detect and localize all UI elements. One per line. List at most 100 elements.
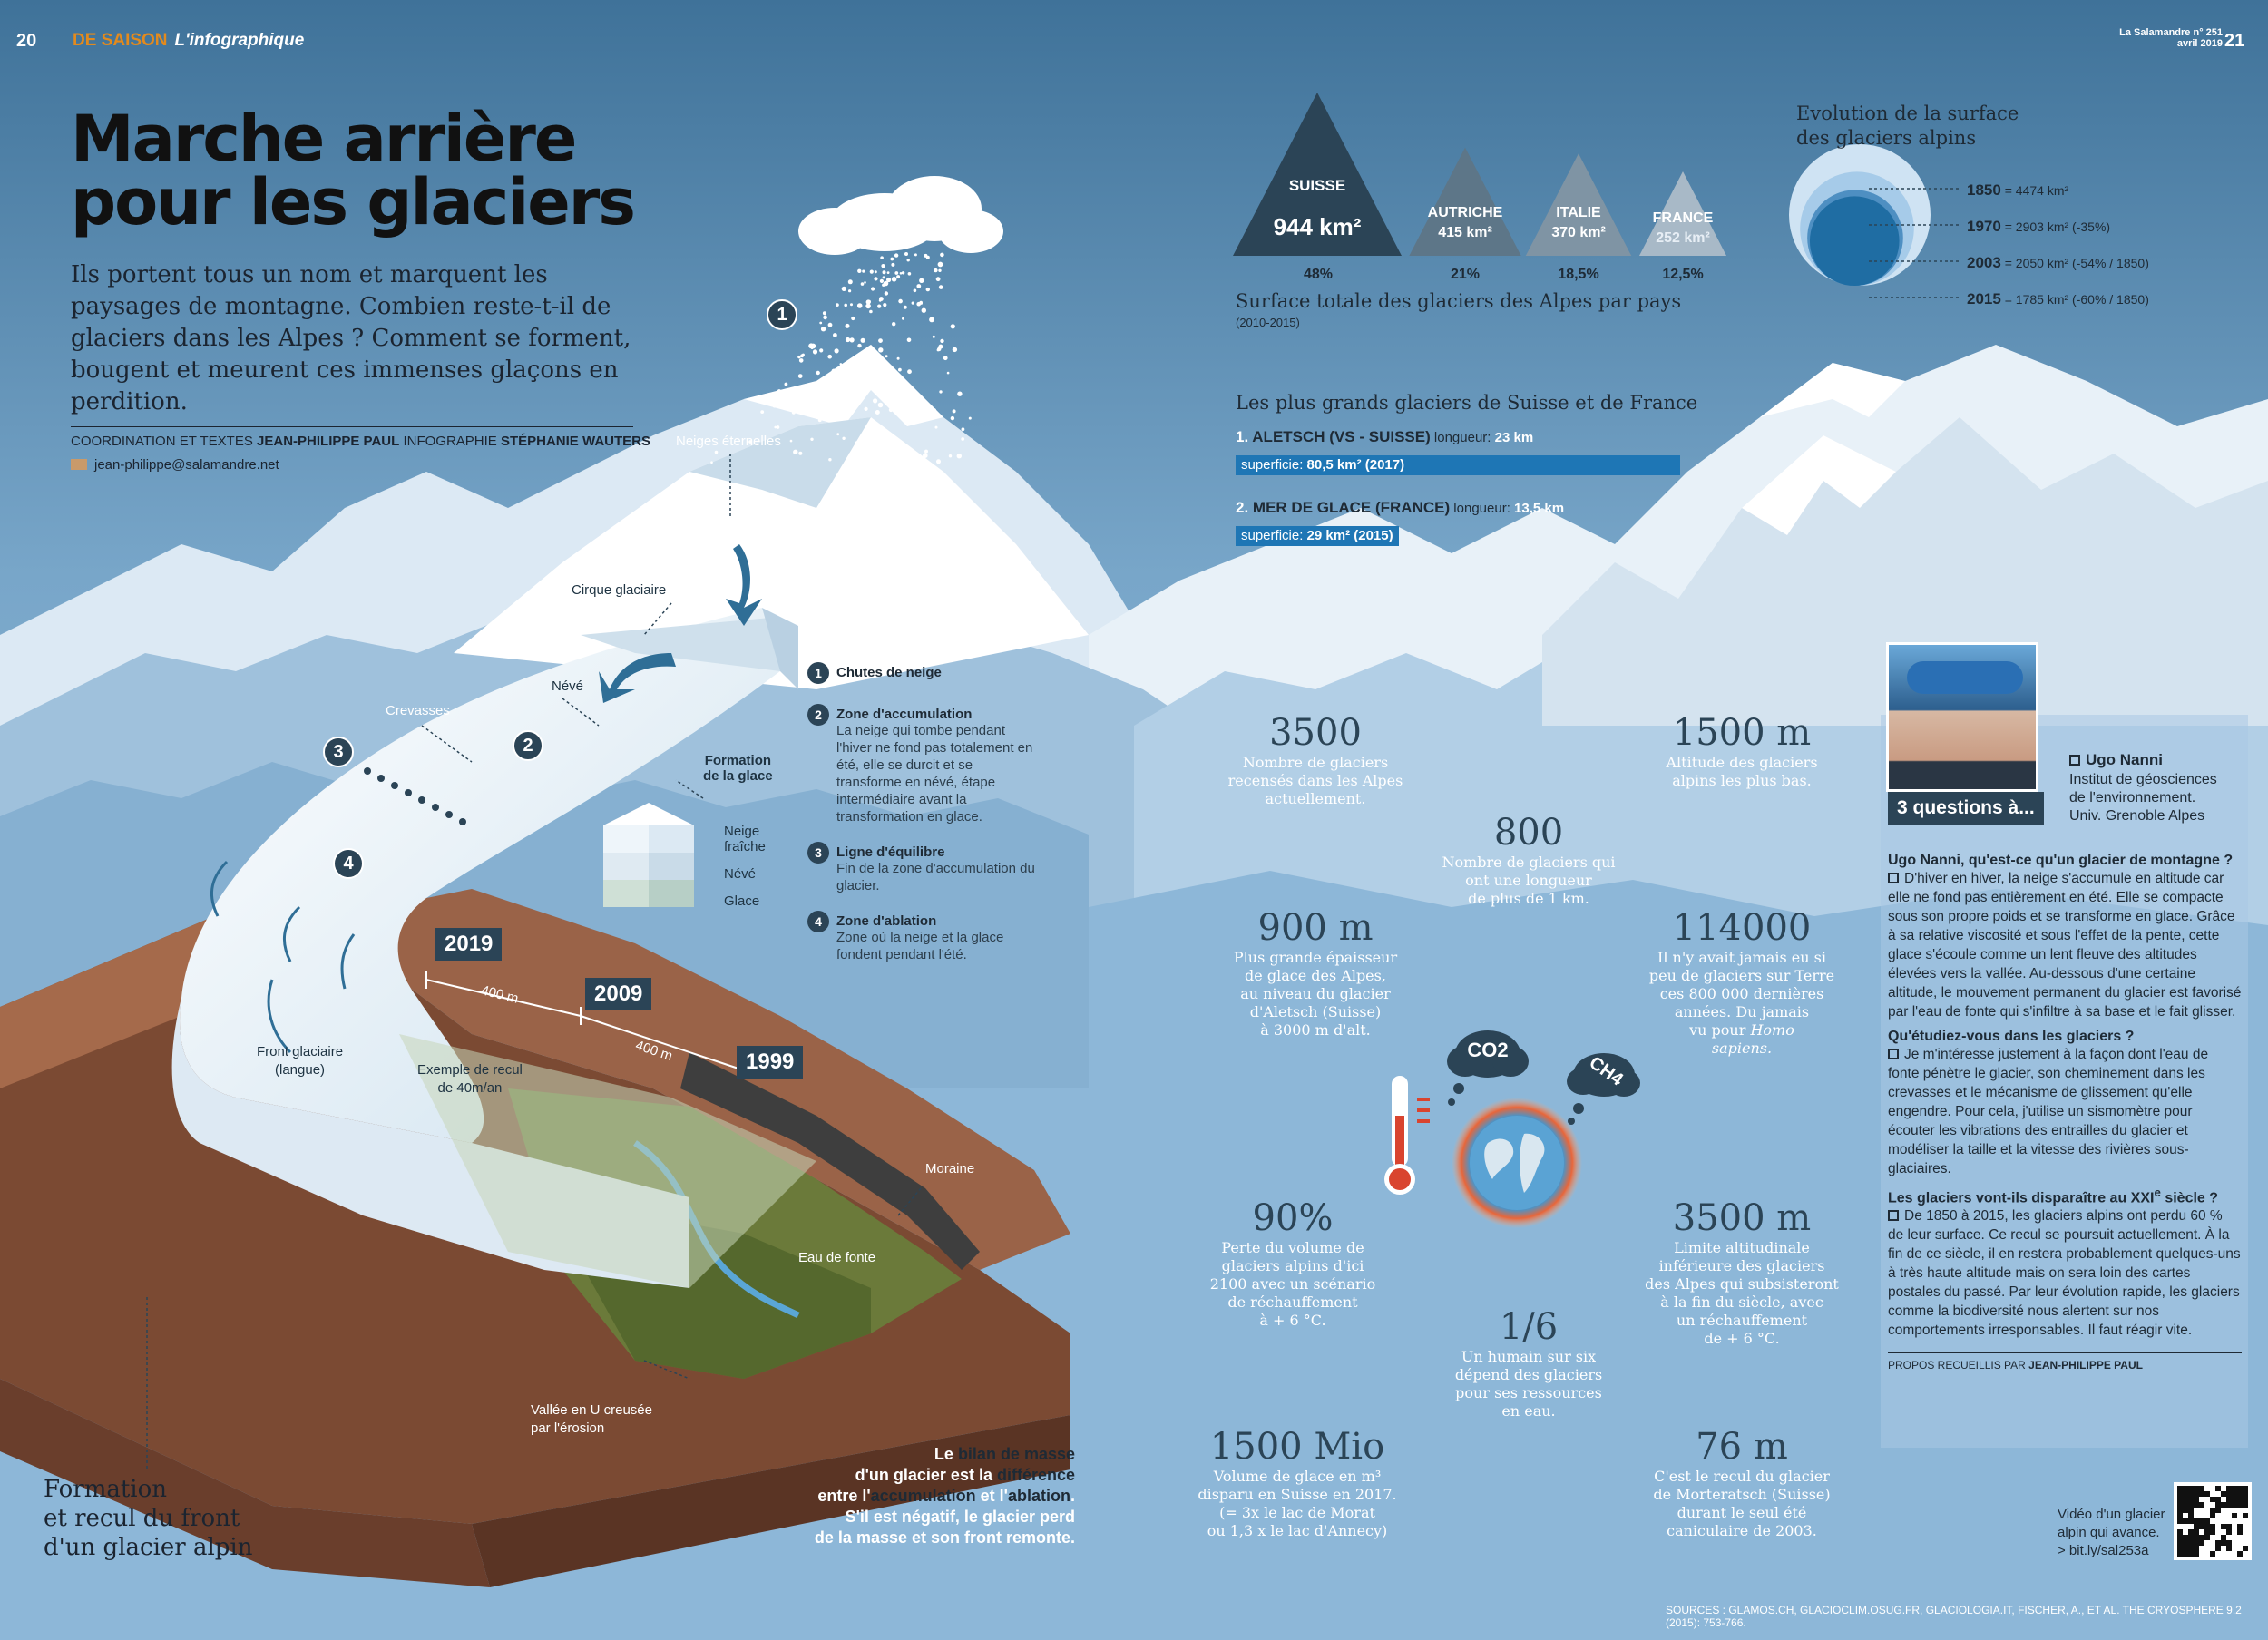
snowflake (801, 353, 805, 356)
qr-module (2226, 1497, 2232, 1502)
qr-module (2226, 1486, 2232, 1491)
step-2: 2 Zone d'accumulation La neige qui tombe… (807, 704, 1043, 825)
snowflake (865, 350, 870, 354)
video-link[interactable]: > bit.ly/sal253a (2058, 1543, 2149, 1558)
evolution-1850: 1850 = 4474 km² (1967, 181, 2069, 199)
qr-module (2188, 1551, 2194, 1557)
snowflake (844, 303, 847, 308)
qr-module (2188, 1491, 2194, 1497)
snowflake (793, 449, 798, 454)
qr-module (2221, 1502, 2226, 1508)
qr-module (2243, 1513, 2248, 1518)
qr-module (2204, 1518, 2210, 1524)
qr-module (2177, 1513, 2183, 1518)
qr-module (2183, 1508, 2188, 1513)
snowflake (857, 268, 862, 273)
qr-module (2177, 1491, 2183, 1497)
qr-module (2204, 1529, 2210, 1535)
snowflake (819, 348, 824, 353)
snowflake (776, 425, 780, 429)
qr-module (2177, 1529, 2183, 1535)
evolution-1970: 1970 = 2903 km² (-35%) (1967, 218, 2111, 235)
snowflake (710, 461, 713, 464)
mass-balance-note: Le bilan de masse d'un glacier est la di… (814, 1445, 1075, 1547)
interviewee-affiliation: Institut de géosciences de l'environneme… (2069, 772, 2217, 824)
qr-module (2221, 1491, 2226, 1497)
snowflake (850, 303, 853, 307)
snowflake (777, 389, 782, 394)
qr-module (2188, 1535, 2194, 1540)
interview-credit: PROPOS RECUEILLIS PAR JEAN-PHILIPPE PAUL (1888, 1359, 2143, 1372)
evolution-2015: 2015 = 1785 km² (-60% / 1850) (1967, 290, 2149, 308)
snowflake (937, 261, 943, 268)
pct-autriche: 21% (1450, 267, 1481, 282)
label-moraine: Moraine (925, 1161, 975, 1176)
qr-module (2221, 1524, 2226, 1529)
qr-module (2194, 1524, 2199, 1529)
step-badge-1: 1 (767, 299, 797, 330)
snowflake (925, 287, 930, 292)
snowflake (848, 406, 853, 411)
curved-arrow (599, 653, 676, 703)
snowflake (906, 259, 910, 262)
snowflake (890, 257, 894, 261)
qr-module (2226, 1529, 2232, 1535)
title-line-2: pour les glaciers (71, 165, 636, 239)
leader-lines (146, 454, 922, 1469)
snowflake (917, 398, 921, 402)
countries-title: Surface totale des glaciers des Alpes pa… (1236, 290, 1682, 312)
snowflake (890, 402, 894, 405)
snowflake (936, 348, 940, 352)
qr-module (2215, 1546, 2221, 1551)
evolution-2003: 2003 = 2050 km² (-54% / 1850) (1967, 254, 2149, 271)
snowflake (819, 321, 823, 325)
qr-module (2188, 1486, 2194, 1491)
qr-module (2177, 1535, 2183, 1540)
qr-module (2210, 1529, 2215, 1535)
snowflake (833, 392, 837, 397)
question-1: Ugo Nanni, qu'est-ce qu'un glacier de mo… (1888, 853, 2234, 868)
qr-module (2183, 1551, 2188, 1557)
snowflake (828, 458, 832, 462)
portrait-photo (1886, 642, 2038, 792)
snowflake (772, 404, 777, 408)
label-glace-block: Glace (724, 893, 760, 909)
answer-3: De 1850 à 2015, les glaciers alpins ont … (1888, 1208, 2241, 1339)
answer-2: Je m'intéresse justement à la façon dont… (1888, 1047, 2209, 1176)
snowflake (881, 264, 885, 268)
country-italie-area: 370 km² (1551, 225, 1606, 240)
qr-module (2188, 1508, 2194, 1513)
question-2: Qu'étudiez-vous dans les glaciers ? (1888, 1029, 2135, 1044)
snowflake (968, 416, 972, 420)
qr-module (2199, 1486, 2204, 1491)
snowflake (875, 410, 880, 415)
snowflake (905, 395, 909, 398)
snowflake (798, 451, 803, 455)
snowflake (929, 317, 934, 323)
downflow-arrow (726, 544, 762, 626)
snowflake (907, 369, 912, 375)
snowflake (885, 459, 889, 463)
arrow-box-icon (1888, 1210, 1899, 1222)
email-link[interactable]: jean-philippe@salamandre.net (94, 457, 279, 473)
qr-module (2237, 1491, 2243, 1497)
qr-module (2177, 1540, 2183, 1546)
snowflake (797, 355, 801, 359)
interview-box: Ugo Nanni Institut de géosciences de l'e… (1881, 642, 2248, 1448)
snowflake (885, 355, 888, 358)
qr-module (2183, 1518, 2188, 1524)
snowflake (827, 322, 833, 327)
arrow-box-icon (1888, 1049, 1899, 1059)
country-triangle (1409, 147, 1521, 256)
country-triangle (1233, 93, 1402, 256)
qr-module (2188, 1513, 2194, 1518)
snowflake (888, 434, 892, 437)
qr-module (2237, 1529, 2243, 1535)
qr-module (2199, 1518, 2204, 1524)
snowflake (882, 270, 886, 275)
qr-code[interactable] (2174, 1482, 2252, 1560)
snowflake (943, 356, 948, 361)
three-questions-tag: 3 questions à... (1888, 792, 2044, 825)
snowflake (822, 311, 826, 316)
